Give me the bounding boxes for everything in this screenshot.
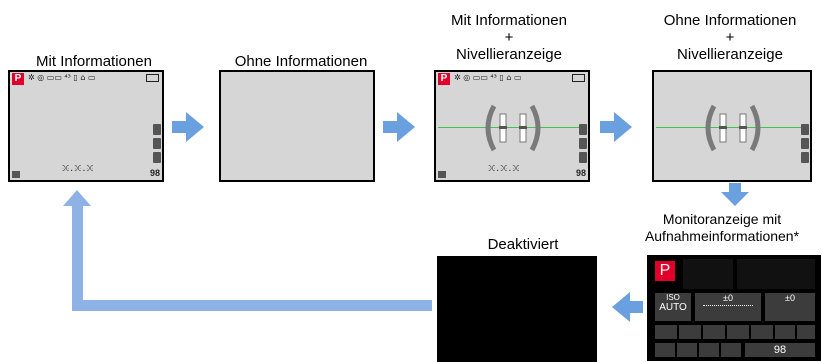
shot-count: 98 [575,168,586,178]
status-icons: ✲ ◎ ▭▭ ⁴³ ▯ ⌂ ▭ [454,73,522,82]
label-deaktiviert: Deaktiviert [487,236,559,253]
side-button-icon[interactable] [579,152,587,163]
card-icon [12,171,20,178]
card-icon [438,171,446,178]
function-cell[interactable] [775,325,795,339]
screen-with-info: P ✲ ◎ ▭▭ ⁴³ ▯ ⌂ ▭ ꖻ.ꖻ.ꖻ 98 [8,70,164,182]
screen-without-info [219,70,375,182]
wb-cell[interactable]: ±0 [765,293,815,321]
label-line: Nivellieranzeige [677,46,783,63]
arrow-right-icon [186,112,204,142]
function-cell[interactable] [721,343,741,357]
iso-label: ISO [666,293,680,302]
battery-icon [572,74,585,82]
label-monitoranzeige: Monitoranzeige mit Aufnahmeinformationen… [622,211,822,245]
mode-badge: P [438,73,450,85]
mode-badge: P [655,261,675,281]
side-button-icon[interactable] [801,138,809,149]
screen-with-info-level: P ✲ ◎ ▭▭ ⁴³ ▯ ⌂ ▭ ꖻ.ꖻ.ꖻ 98 [434,70,590,182]
side-button-icon[interactable] [579,124,587,135]
function-cell[interactable] [655,325,677,339]
label-mit-info-nivellier: Mit Informationen + Nivellieranzeige [419,12,599,63]
arrow-up-icon [63,190,91,206]
side-button-icon[interactable] [153,152,161,163]
arrow-shaft [172,121,188,133]
label-line: + [504,29,514,46]
side-button-icon[interactable] [153,124,161,135]
exposure-cell[interactable]: ±0 [695,293,761,321]
label-line: Ohne Informationen [663,12,797,29]
monitor-info-panel: P ISO AUTO ±0 ±0 98 [647,255,821,361]
shot-count: 98 [745,343,815,357]
arrow-shaft [629,301,643,313]
level-line [656,127,808,128]
arrow-right-icon [397,112,415,142]
level-gauge-icon [705,104,761,152]
screen-deactivated [437,256,597,362]
status-icons: ✲ ◎ ▭▭ ⁴³ ▯ ⌂ ▭ [28,73,96,82]
function-cell[interactable] [655,343,675,357]
label-line: Mit Informationen [451,12,567,29]
arrow-shaft [600,121,616,133]
label-line: Monitoranzeige mit [662,211,782,227]
ev-value: ±0 [723,293,733,303]
arrow-down-icon [721,192,749,206]
panel-topblock [737,259,815,289]
label-line: Nivellieranzeige [456,46,562,63]
function-cell[interactable] [797,325,815,339]
side-button-icon[interactable] [801,124,809,135]
return-path-horizontal [72,300,432,311]
level-line [438,127,586,128]
label-line: + [725,29,735,46]
battery-icon [146,74,159,82]
screen-without-info-level [652,70,812,182]
function-cell[interactable] [751,325,773,339]
arrow-shaft [729,183,741,193]
function-cell[interactable] [699,343,719,357]
side-button-icon[interactable] [153,138,161,149]
iso-value: AUTO [659,302,687,313]
level-gauge-icon [485,104,541,152]
arrow-left-icon [612,292,630,322]
shot-count: 98 [149,168,160,178]
bottom-indicator: ꖻ.ꖻ.ꖻ [488,164,520,173]
label-mit-informationen: Mit Informationen [36,53,152,70]
side-button-icon[interactable] [801,152,809,163]
return-path-vertical [72,205,83,311]
function-cell[interactable] [679,325,701,339]
side-button-icon[interactable] [579,138,587,149]
label-ohne-info-nivellier: Ohne Informationen + Nivellieranzeige [640,12,820,63]
iso-cell[interactable]: ISO AUTO [655,293,691,321]
arrow-shaft [383,121,399,133]
label-line: Aufnahmeinformationen* [644,228,800,244]
label-ohne-informationen: Ohne Informationen [234,53,368,70]
ev-scale [703,305,753,309]
panel-topblock [683,259,733,289]
arrow-right-icon [614,112,632,142]
wb-value: ±0 [785,293,795,303]
function-cell[interactable] [703,325,725,339]
function-cell[interactable] [727,325,749,339]
function-cell[interactable] [677,343,697,357]
bottom-indicator: ꖻ.ꖻ.ꖻ [62,164,94,173]
mode-badge: P [12,73,24,85]
